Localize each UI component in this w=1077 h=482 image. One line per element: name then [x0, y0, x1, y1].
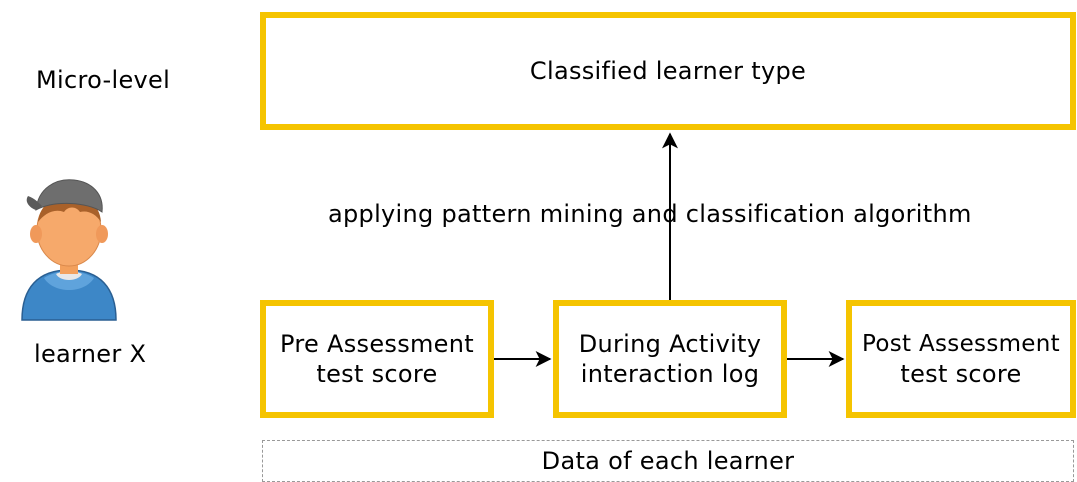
learner-name-label: learner X — [34, 340, 147, 368]
classified-learner-type-label: Classified learner type — [529, 57, 807, 85]
stage-box-during-activity: During Activity interaction log — [553, 300, 787, 418]
stage-line1: Pre Assessment — [280, 330, 474, 358]
process-label: applying pattern mining and classificati… — [328, 200, 972, 228]
stage-line1: During Activity — [578, 330, 762, 358]
stage-box-pre-assessment: Pre Assessment test score — [260, 300, 494, 418]
classified-learner-type-box: Classified learner type — [260, 12, 1076, 130]
stage-line2: test score — [316, 360, 438, 388]
learner-avatar-icon — [14, 170, 124, 321]
stage-line2: interaction log — [580, 360, 760, 388]
level-label: Micro-level — [36, 66, 171, 94]
stage-line1: Post Assessment — [862, 331, 1060, 357]
data-group-label: Data of each learner — [541, 447, 795, 475]
stage-line2: test score — [900, 360, 1022, 388]
stage-box-post-assessment: Post Assessment test score — [846, 300, 1076, 418]
